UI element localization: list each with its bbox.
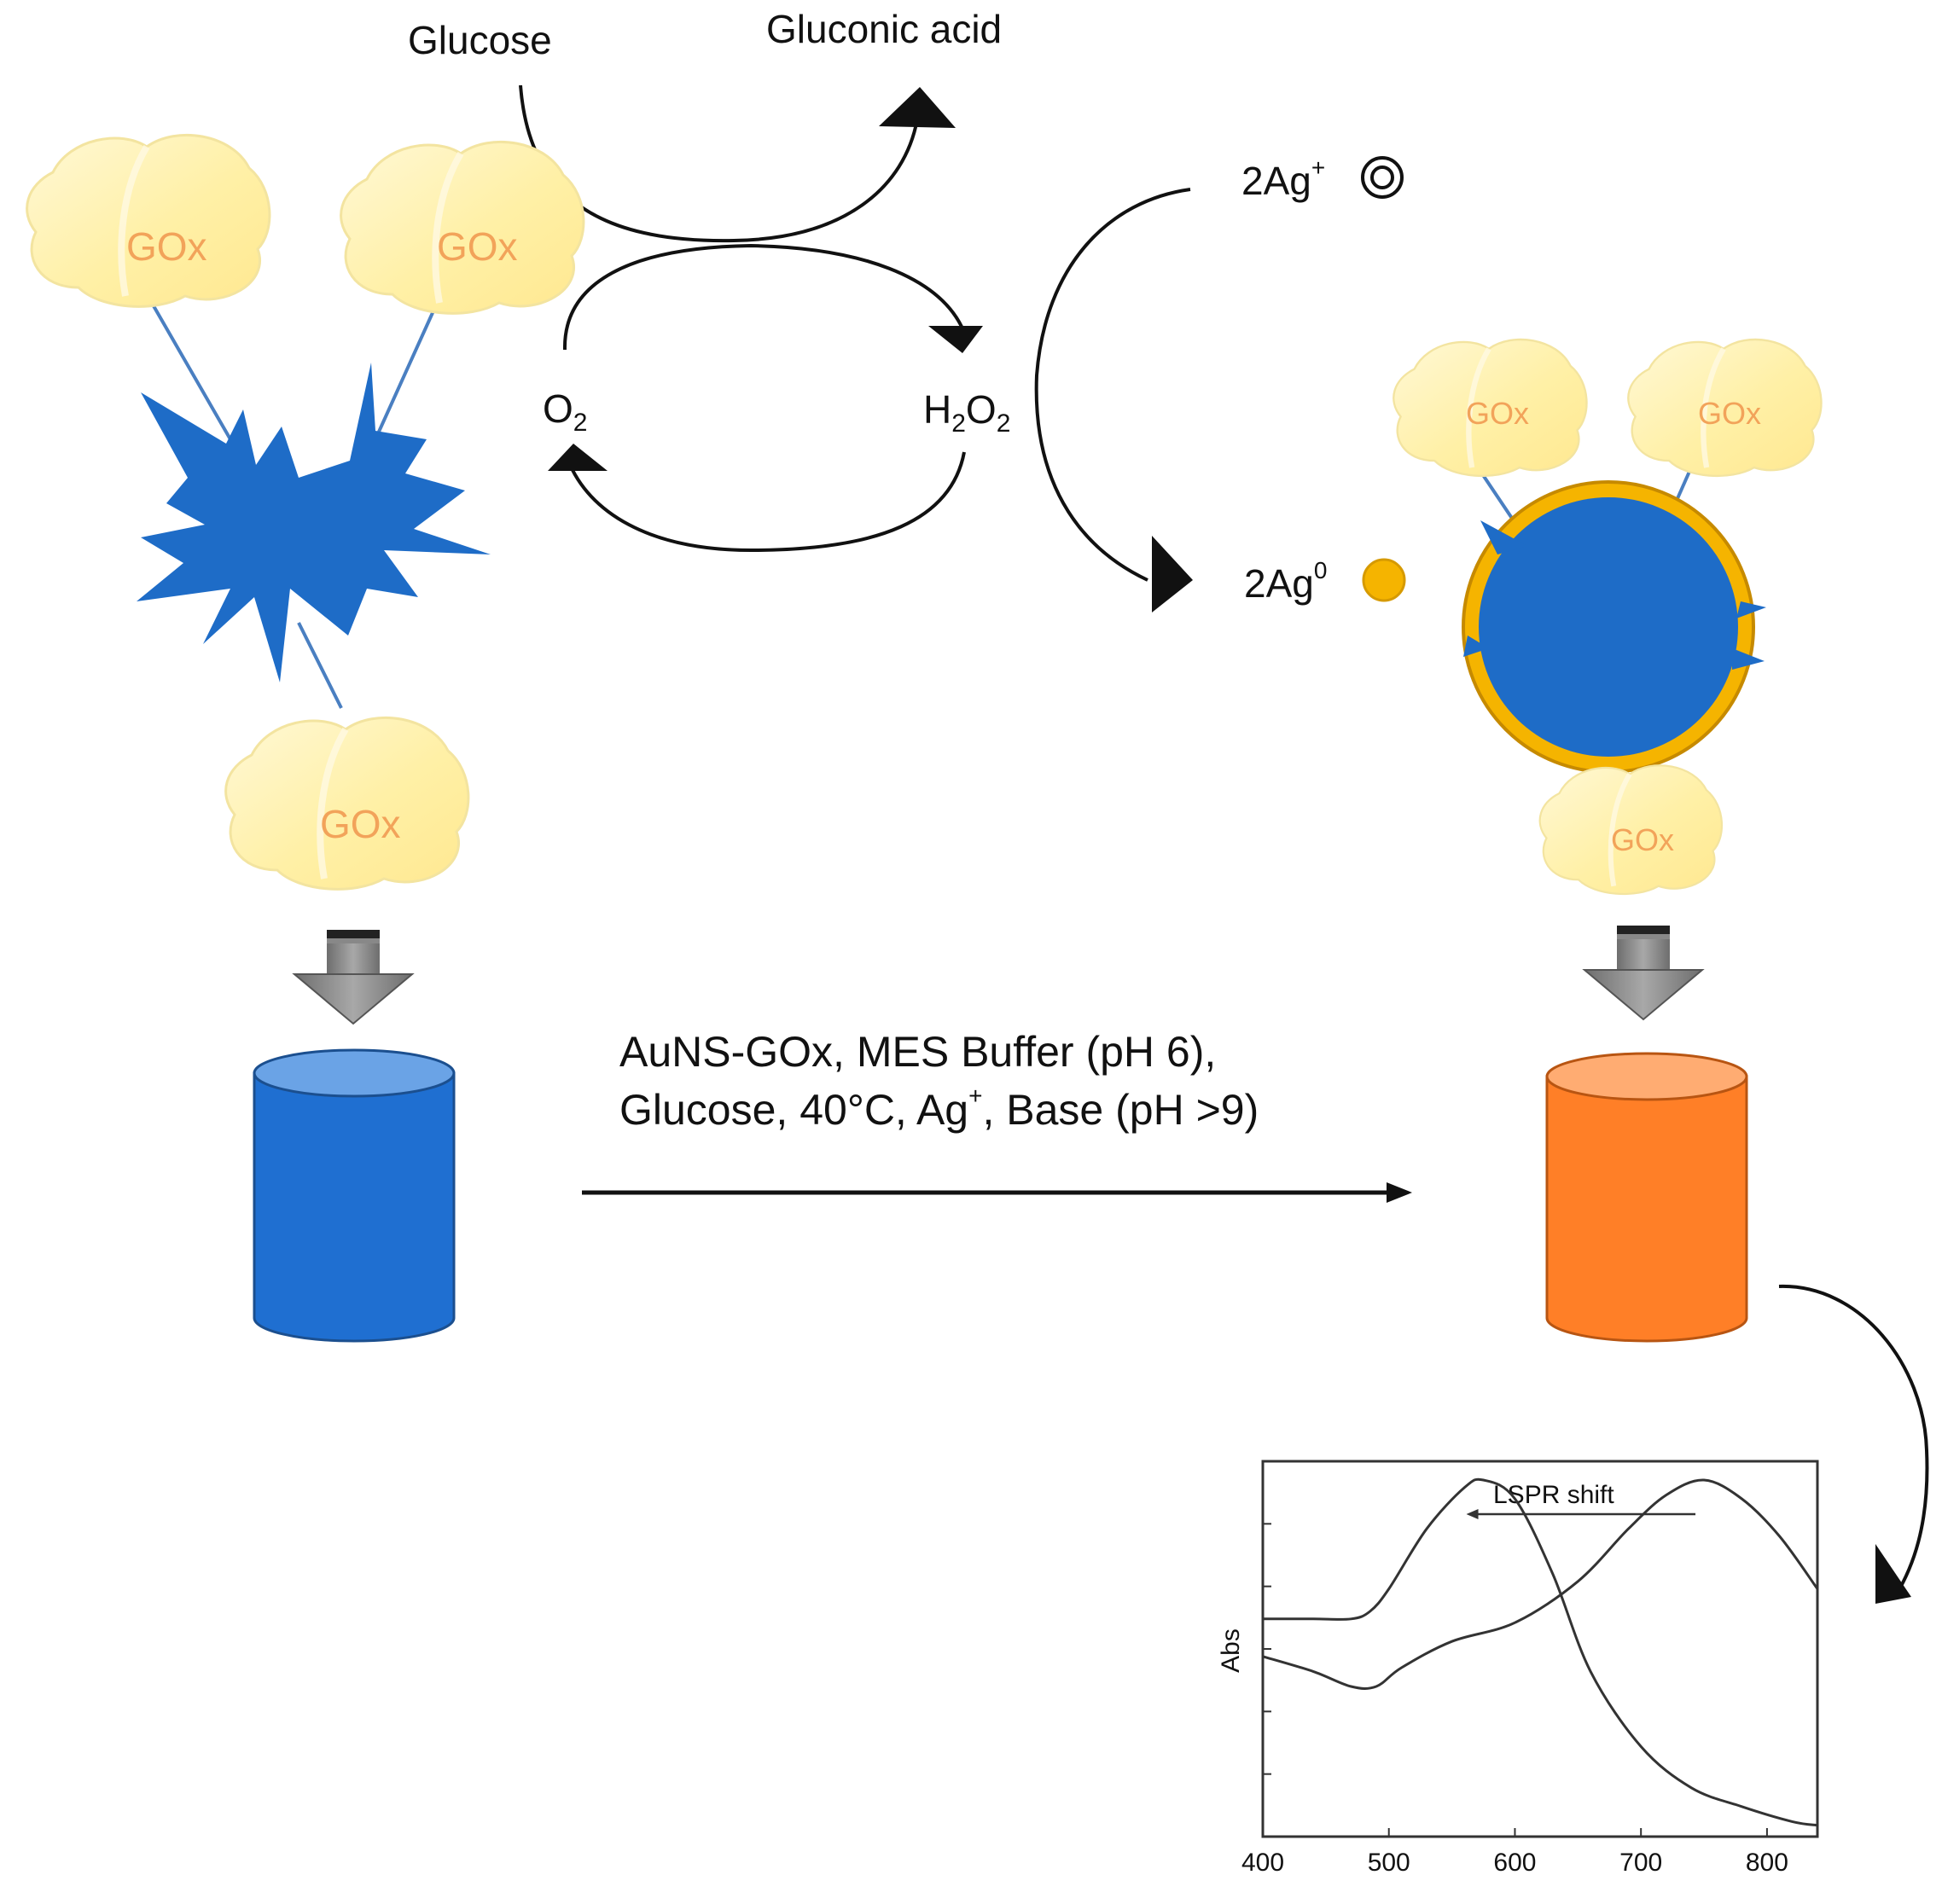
linker: [297, 622, 343, 709]
gluconic-arrowhead: [879, 87, 956, 128]
o2-to-h2o2-arc: [562, 243, 964, 351]
conditions-line-1: AuNS-GOx, MES Buffer (pH 6),: [619, 1028, 1216, 1076]
x-axis: 400 500 600 700 800: [1241, 1828, 1788, 1877]
h2o2-arrowhead: [928, 326, 983, 353]
x-tick-label: 800: [1746, 1849, 1788, 1877]
x-tick-label: 600: [1493, 1849, 1536, 1877]
reaction-cycle: Glucose Gluconic acid O2 H2O2: [408, 7, 1010, 553]
y-axis-label: Abs: [1217, 1628, 1245, 1673]
linker: [374, 306, 437, 440]
gox-enzyme: GOx: [1628, 340, 1821, 476]
core-spike: [1732, 648, 1765, 670]
gold-nanostar: [137, 363, 491, 682]
conditions-line-2: Glucose, 40°C, Ag+, Base (pH >9): [619, 1083, 1259, 1134]
gox-enzyme: GOx: [226, 717, 468, 889]
silver-reduction-arc: [1034, 188, 1191, 582]
gox-enzyme: GOx: [27, 135, 270, 306]
svg-text:GOx: GOx: [126, 224, 207, 269]
spectrum-line-2: [1262, 1478, 1819, 1690]
core-spike: [1480, 520, 1527, 554]
x-tick-label: 400: [1241, 1849, 1284, 1877]
plot-frame: [1261, 1460, 1819, 1838]
glucose-label: Glucose: [408, 18, 552, 62]
svg-text:GOx: GOx: [1698, 396, 1761, 431]
h2o2-to-o2-arc: [567, 451, 966, 553]
silver-reduction: 2Ag+ 2Ag0: [1034, 154, 1406, 612]
down-arrow-right: [1582, 926, 1705, 1021]
linker: [148, 298, 232, 440]
blue-vial: [253, 1048, 456, 1343]
y-axis: [1263, 1523, 1271, 1775]
down-arrow-left: [292, 930, 415, 1025]
gluconic-acid-label: Gluconic acid: [766, 7, 1002, 51]
gox-enzyme: GOx: [341, 142, 584, 313]
svg-text:GOx: GOx: [320, 802, 401, 846]
silver-atom-icon: [1362, 558, 1406, 602]
x-tick-label: 700: [1619, 1849, 1662, 1877]
gox-enzyme: GOx: [1393, 340, 1586, 476]
ag-plus-label: 2Ag+: [1241, 154, 1325, 203]
ag-zero-label: 2Ag0: [1244, 557, 1327, 606]
spectrum-line-1: [1263, 1477, 1818, 1827]
h2o2-label: H2O2: [923, 387, 1010, 438]
svg-text:GOx: GOx: [1466, 396, 1529, 431]
silver-arrowhead: [1152, 536, 1193, 612]
reaction-arrowhead: [1387, 1182, 1412, 1203]
gold-nanostar-conjugate: GOx GOx GOx: [27, 135, 584, 889]
o2-label: O2: [543, 386, 587, 437]
core-spike: [1463, 636, 1489, 657]
x-tick-label: 500: [1368, 1849, 1410, 1877]
reaction-conditions: AuNS-GOx, MES Buffer (pH 6), Glucose, 40…: [582, 1028, 1412, 1203]
svg-text:GOx: GOx: [437, 224, 518, 269]
to-spectrum-arrow: [1778, 1284, 1929, 1604]
shift-arrowhead: [1466, 1509, 1479, 1519]
svg-text:GOx: GOx: [1611, 822, 1674, 857]
gox-enzyme: GOx: [1540, 765, 1722, 894]
spectrum-series: [1262, 1477, 1819, 1827]
silver-coated-conjugate: GOx GOx GOx: [1393, 340, 1821, 894]
orange-vial: [1545, 1052, 1748, 1343]
silver-ion-icon: [1361, 156, 1404, 199]
o2-arrowhead: [548, 444, 608, 471]
gold-core: [1479, 497, 1738, 757]
lspr-shift-arrow: [1466, 1509, 1696, 1519]
core-spike: [1736, 601, 1766, 618]
